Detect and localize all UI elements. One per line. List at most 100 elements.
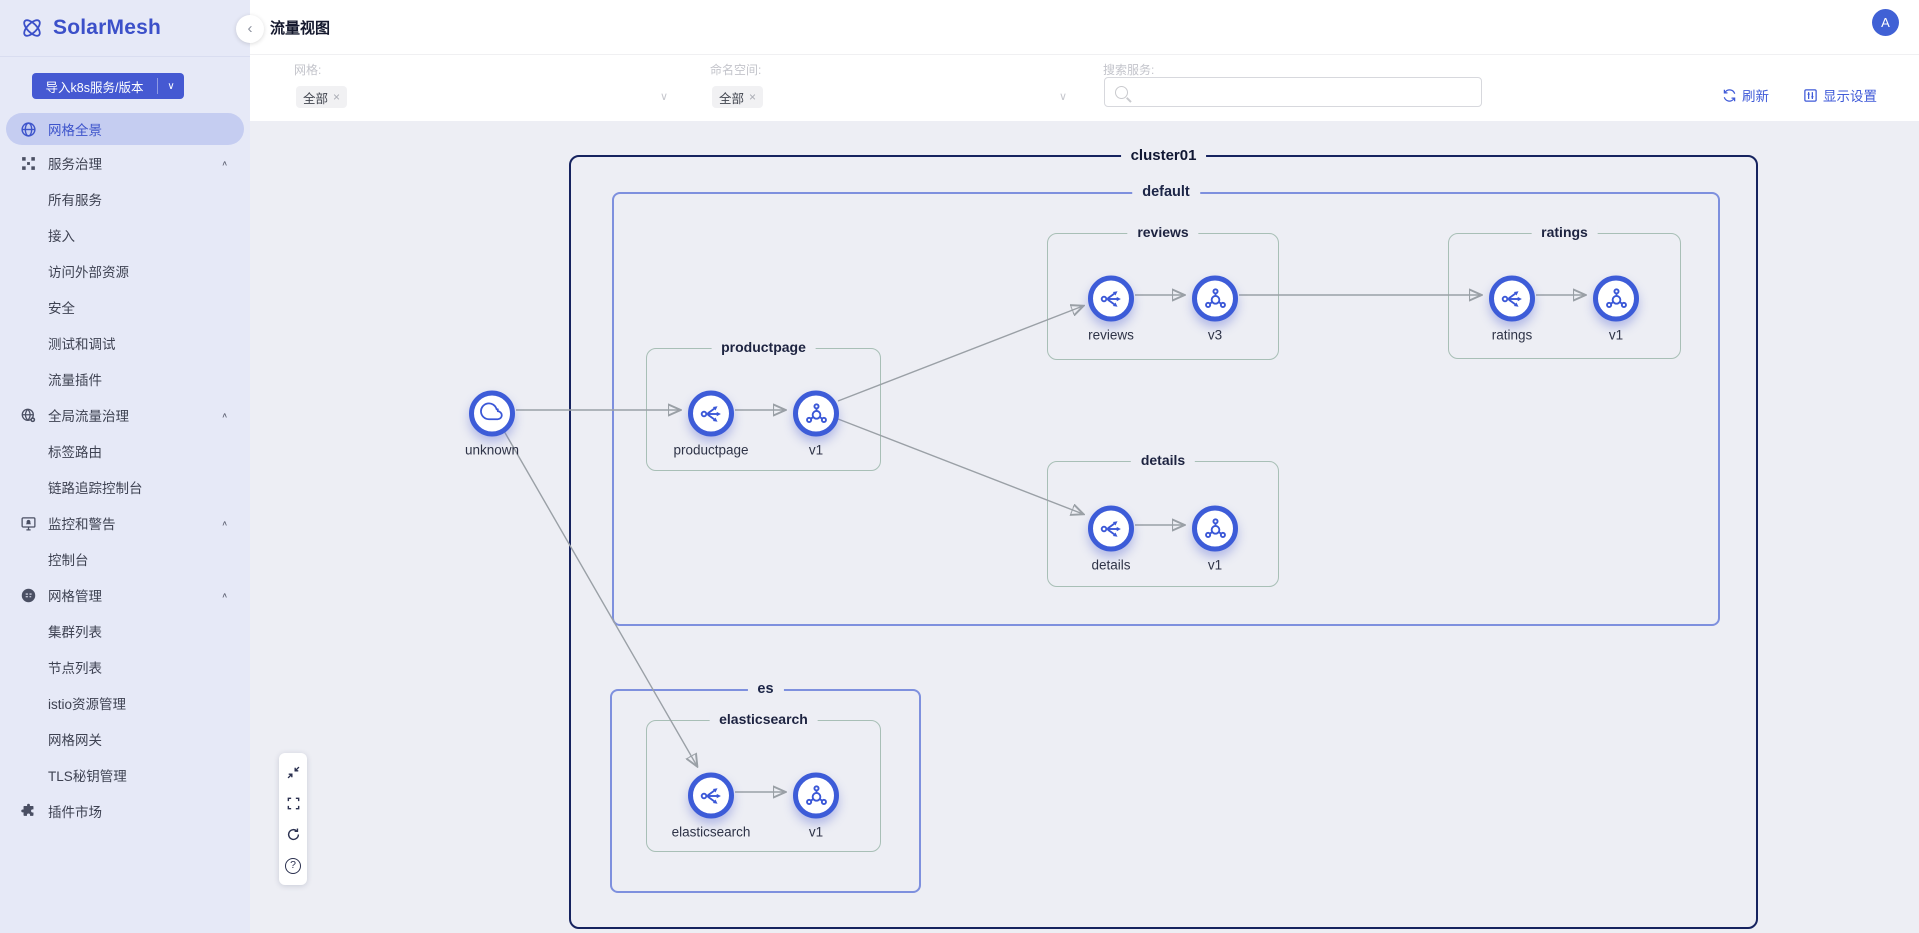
mesh-filter-label: 网格: bbox=[294, 63, 322, 77]
import-k8s-button[interactable]: 导入k8s服务/版本 ∨ bbox=[32, 73, 184, 99]
service-icon bbox=[1099, 516, 1124, 541]
node-reviews[interactable]: reviews bbox=[1056, 275, 1166, 343]
node-details[interactable]: details bbox=[1056, 505, 1166, 573]
search-service-label: 搜索服务: bbox=[1103, 63, 1155, 77]
sidebar-collapse-button[interactable]: ‹ bbox=[236, 15, 264, 43]
sidebar-group-service-governance[interactable]: 服务治理 ∧ bbox=[0, 145, 250, 181]
sidebar-item-traffic-plugins[interactable]: 流量插件 bbox=[48, 373, 102, 388]
version-icon bbox=[1604, 286, 1629, 311]
service-icon bbox=[699, 783, 724, 808]
plugin-market-icon bbox=[20, 803, 37, 820]
sidebar-item-cluster-list[interactable]: 集群列表 bbox=[48, 625, 102, 640]
sidebar-group-mesh-manage[interactable]: 网格管理 ∧ bbox=[0, 577, 250, 613]
app-box-details[interactable]: details bbox=[1047, 452, 1279, 587]
chevron-up-icon: ∧ bbox=[221, 518, 228, 527]
namespace-label: default bbox=[1132, 184, 1200, 200]
help-button[interactable]: ? bbox=[279, 850, 307, 881]
node-details-v1[interactable]: v1 bbox=[1160, 505, 1270, 573]
sidebar-item-tls-secrets[interactable]: TLS秘钥管理 bbox=[48, 769, 127, 784]
sidebar-item-label-routing[interactable]: 标签路由 bbox=[48, 445, 102, 460]
sidebar-group-global-traffic[interactable]: 全局流量治理 ∧ bbox=[0, 397, 250, 433]
sidebar-item-test-debug[interactable]: 测试和调试 bbox=[48, 337, 116, 352]
service-icon bbox=[699, 401, 724, 426]
sidebar-item-all-services[interactable]: 所有服务 bbox=[48, 193, 102, 208]
sidebar-group-monitor-alert[interactable]: 监控和警告 ∧ bbox=[0, 505, 250, 541]
search-service-box bbox=[1104, 77, 1482, 107]
service-icon bbox=[1500, 286, 1525, 311]
top-bar: ‹ 流量视图 A bbox=[236, 0, 1919, 55]
sidebar-item-node-list[interactable]: 节点列表 bbox=[48, 661, 102, 676]
node-ratings-v1[interactable]: v1 bbox=[1561, 275, 1671, 343]
sidebar-item-security[interactable]: 安全 bbox=[48, 301, 75, 316]
mesh-manage-icon bbox=[20, 587, 37, 604]
node-productpage[interactable]: productpage bbox=[656, 390, 766, 458]
refresh-icon bbox=[1722, 88, 1737, 103]
app-label: details bbox=[1130, 452, 1196, 468]
namespace-box-default[interactable]: default bbox=[612, 184, 1720, 626]
sidebar-item-console[interactable]: 控制台 bbox=[48, 553, 89, 568]
node-reviews-v3[interactable]: v3 bbox=[1160, 275, 1270, 343]
button-divider bbox=[157, 78, 158, 94]
compress-icon bbox=[286, 765, 301, 780]
sidebar-item-external-resources[interactable]: 访问外部资源 bbox=[48, 265, 129, 280]
chevron-down-icon: ∨ bbox=[659, 91, 668, 103]
main-area: ‹ 流量视图 A 网格: 全部 × ∨ 命名空间: 全部 × ∨ 搜索服务 bbox=[236, 0, 1919, 933]
traffic-graph-canvas[interactable]: cluster01 default es productpage reviews… bbox=[250, 121, 1919, 933]
page-title: 流量视图 bbox=[270, 19, 331, 37]
display-settings-icon bbox=[1803, 88, 1818, 103]
display-settings-button[interactable]: 显示设置 bbox=[1803, 85, 1877, 105]
mesh-filter-tag: 全部 × bbox=[296, 86, 348, 108]
chevron-down-icon[interactable]: ∨ bbox=[167, 80, 175, 92]
refresh-button[interactable]: 刷新 bbox=[1722, 85, 1769, 105]
node-elasticsearch-v1[interactable]: v1 bbox=[761, 772, 871, 840]
version-icon bbox=[804, 783, 829, 808]
help-icon: ? bbox=[285, 857, 301, 874]
fullscreen-icon bbox=[286, 796, 301, 811]
node-unknown[interactable]: unknown bbox=[437, 390, 547, 458]
namespace-filter-tag: 全部 × bbox=[712, 86, 764, 108]
globe-icon bbox=[20, 121, 37, 138]
app-box-productpage[interactable]: productpage bbox=[646, 339, 881, 471]
namespace-filter-select[interactable]: 全部 × ∨ bbox=[712, 81, 1067, 113]
node-elasticsearch[interactable]: elasticsearch bbox=[656, 772, 766, 840]
cloud-icon bbox=[480, 401, 505, 426]
logo-text: SolarMesh bbox=[53, 16, 161, 39]
sidebar-item-access[interactable]: 接入 bbox=[48, 229, 75, 244]
fit-view-button[interactable] bbox=[279, 757, 307, 788]
namespace-filter-label: 命名空间: bbox=[710, 63, 762, 77]
mesh-filter-select[interactable]: 全部 × ∨ bbox=[296, 81, 668, 113]
app-box-reviews[interactable]: reviews bbox=[1047, 224, 1279, 360]
app-label: reviews bbox=[1127, 224, 1199, 240]
node-productpage-v1[interactable]: v1 bbox=[761, 390, 871, 458]
app-label: ratings bbox=[1531, 224, 1598, 240]
reset-layout-button[interactable] bbox=[279, 819, 307, 850]
sidebar-item-mesh-gateway[interactable]: 网格网关 bbox=[48, 733, 102, 748]
app-box-elasticsearch[interactable]: elasticsearch bbox=[646, 711, 881, 852]
graph-toolbar: ? bbox=[279, 753, 307, 885]
search-service-input[interactable] bbox=[1136, 79, 1473, 105]
close-icon[interactable]: × bbox=[333, 90, 341, 104]
chevron-up-icon: ∧ bbox=[221, 158, 228, 167]
node-ratings[interactable]: ratings bbox=[1457, 275, 1567, 343]
sidebar-item-plugin-market[interactable]: 插件市场 bbox=[0, 793, 250, 829]
sidebar-item-mesh-overview[interactable]: 网格全景 bbox=[6, 113, 244, 145]
sidebar-nav: 网格全景 服务治理 ∧ 所有服务 接入 访问外部资源 安全 测试和调试 流量插件… bbox=[0, 113, 250, 829]
filter-bar: 网格: 全部 × ∨ 命名空间: 全部 × ∨ 搜索服务: bbox=[250, 55, 1919, 121]
namespace-box-es[interactable]: es bbox=[610, 681, 921, 893]
version-icon bbox=[804, 401, 829, 426]
global-traffic-icon bbox=[20, 407, 37, 424]
solarmesh-logo-icon bbox=[20, 16, 44, 40]
sidebar-item-tracing-console[interactable]: 链路追踪控制台 bbox=[48, 481, 143, 496]
logo: SolarMesh bbox=[0, 0, 250, 57]
app-box-ratings[interactable]: ratings bbox=[1448, 224, 1681, 359]
fullscreen-button[interactable] bbox=[279, 788, 307, 819]
close-icon[interactable]: × bbox=[749, 90, 757, 104]
chevron-up-icon: ∧ bbox=[221, 410, 228, 419]
namespace-label: es bbox=[747, 681, 784, 697]
user-avatar[interactable]: A bbox=[1872, 9, 1899, 36]
sidebar-item-istio-resources[interactable]: istio资源管理 bbox=[48, 697, 127, 712]
cluster-label: cluster01 bbox=[1120, 147, 1207, 164]
app-label: elasticsearch bbox=[709, 711, 818, 727]
service-icon bbox=[1099, 286, 1124, 311]
